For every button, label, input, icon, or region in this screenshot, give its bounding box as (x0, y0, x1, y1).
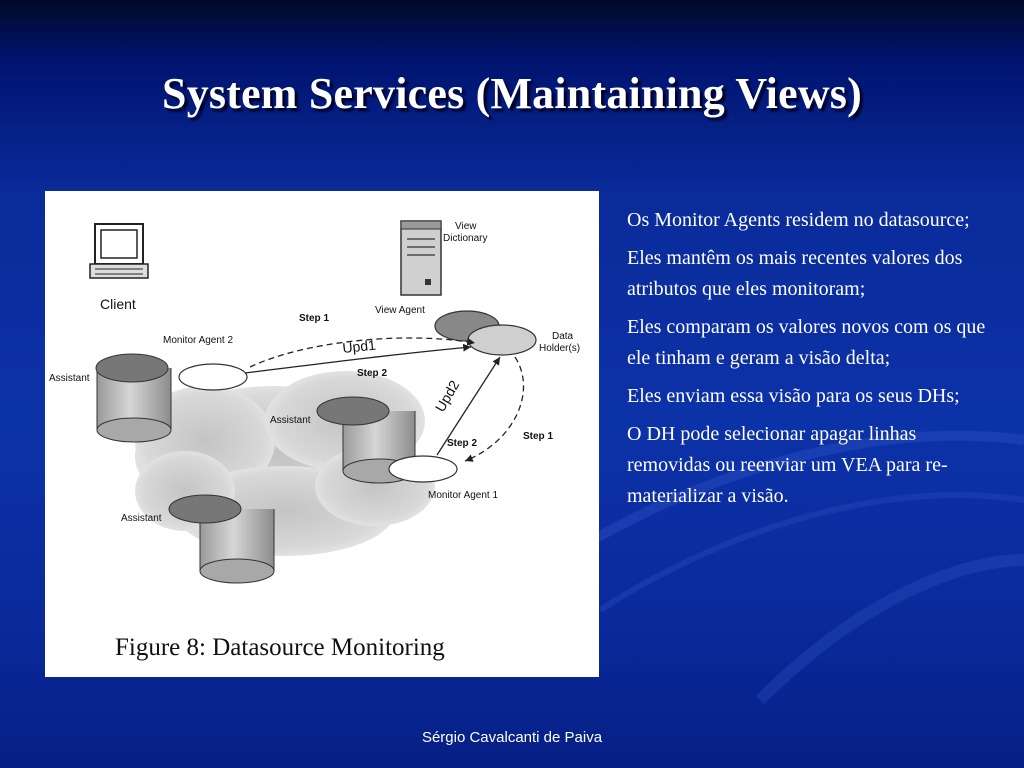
data-holder-label-line2: Holder(s) (539, 343, 580, 354)
datasource-monitoring-diagram: Client View Dictionary View Agent Data H… (49, 220, 580, 661)
upd2-label: Upd2 (432, 377, 463, 414)
figure-datasource-monitoring: Client View Dictionary View Agent Data H… (45, 191, 599, 677)
monitor-agent-1-node (388, 455, 458, 483)
assistant-bottom-label: Assistant (121, 513, 162, 524)
bullet-item-5: O DH pode selecionar apagar linhas remov… (627, 423, 948, 507)
step1-top-label: Step 1 (299, 313, 329, 324)
bullet-item-4: Eles enviam essa visão para os seus DHs; (627, 385, 960, 407)
view-dictionary-label-line1: View (455, 221, 477, 232)
data-holder-label-line1: Data (552, 331, 574, 342)
view-dictionary-server-icon (400, 220, 442, 296)
assistant-middle-label: Assistant (270, 415, 311, 426)
step1-right-label: Step 1 (523, 431, 553, 442)
monitor-agent-2-label: Monitor Agent 2 (163, 335, 233, 346)
monitor-agent-1-label: Monitor Agent 1 (428, 490, 498, 501)
slide-title: System Services (Maintaining Views) (162, 69, 862, 118)
step1-dashed-arrow-right (464, 356, 525, 462)
bullet-item-1: Os Monitor Agents residem no datasource; (627, 209, 970, 231)
bullet-list: Os Monitor Agents residem no datasource;… (627, 205, 987, 519)
view-agent-label: View Agent (375, 305, 425, 316)
upd1-label: Upd1 (342, 337, 377, 356)
view-dictionary-label-line2: Dictionary (443, 233, 487, 244)
assistant-database-left (95, 353, 172, 443)
monitor-agent-2-node (178, 363, 248, 391)
client-label: Client (100, 296, 136, 312)
data-holder-node (467, 324, 537, 356)
step2-top-label: Step 2 (357, 368, 387, 379)
client-computer-icon (89, 223, 149, 279)
assistant-database-bottom (168, 494, 275, 584)
step1-dashed-arrow-top (249, 337, 476, 368)
slide-footer: Sérgio Cavalcanti de Paiva (421, 729, 603, 746)
bullet-item-3: Eles comparam os valores novos com os qu… (627, 316, 986, 369)
step2-right-label: Step 2 (447, 438, 477, 449)
figure-caption: Figure 8: Datasource Monitoring (115, 634, 445, 661)
upd1-arrow (244, 343, 472, 374)
bullet-item-2: Eles mantêm os mais recentes valores dos… (627, 247, 963, 300)
upd2-arrow (436, 356, 501, 456)
assistant-left-label: Assistant (49, 373, 90, 384)
